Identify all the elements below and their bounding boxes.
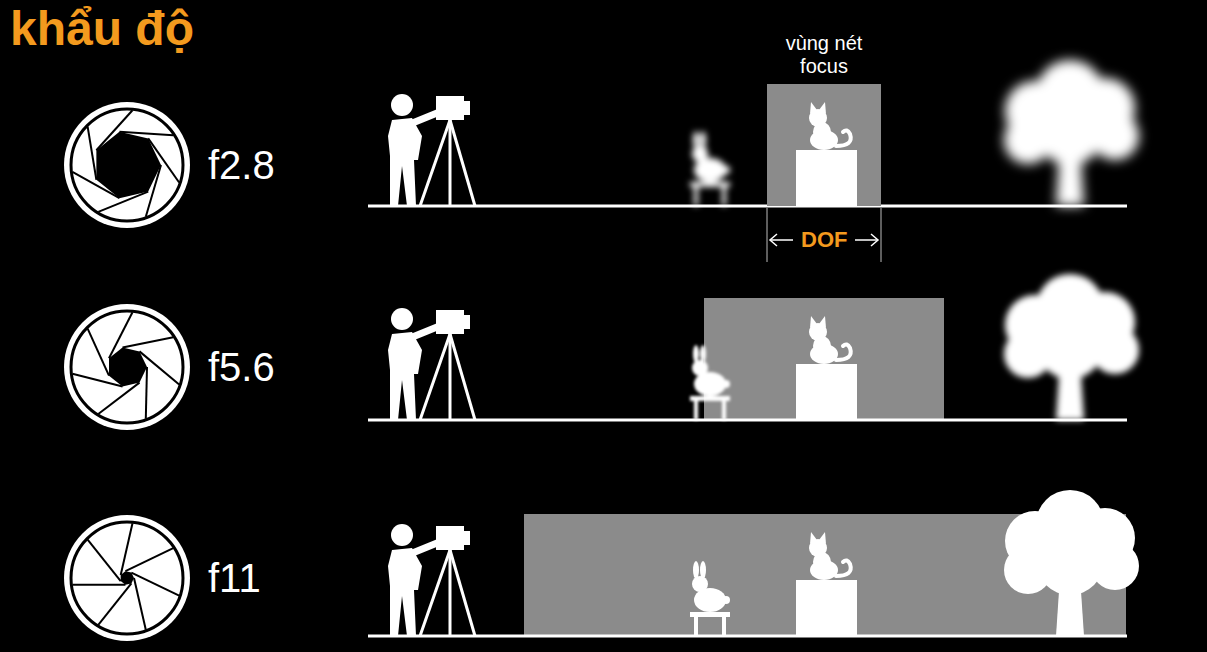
title: khẩu độ xyxy=(10,0,194,58)
aperture-value: f5.6 xyxy=(208,343,275,391)
cat-on-pedestal xyxy=(767,84,881,206)
aperture-value: f11 xyxy=(208,554,261,602)
band-heading: vùng nét focus xyxy=(767,32,881,78)
dof-label: DOF xyxy=(798,227,850,253)
aperture-icon xyxy=(64,102,190,228)
scene-row xyxy=(368,490,1139,636)
focus-region xyxy=(767,84,881,206)
focus-band: vùng nét focus xyxy=(767,32,881,206)
aperture-icon xyxy=(64,515,190,641)
scene-row xyxy=(368,60,1139,262)
scene-row xyxy=(368,274,1139,420)
aperture-icon xyxy=(64,304,190,430)
aperture-value: f2.8 xyxy=(208,141,275,189)
